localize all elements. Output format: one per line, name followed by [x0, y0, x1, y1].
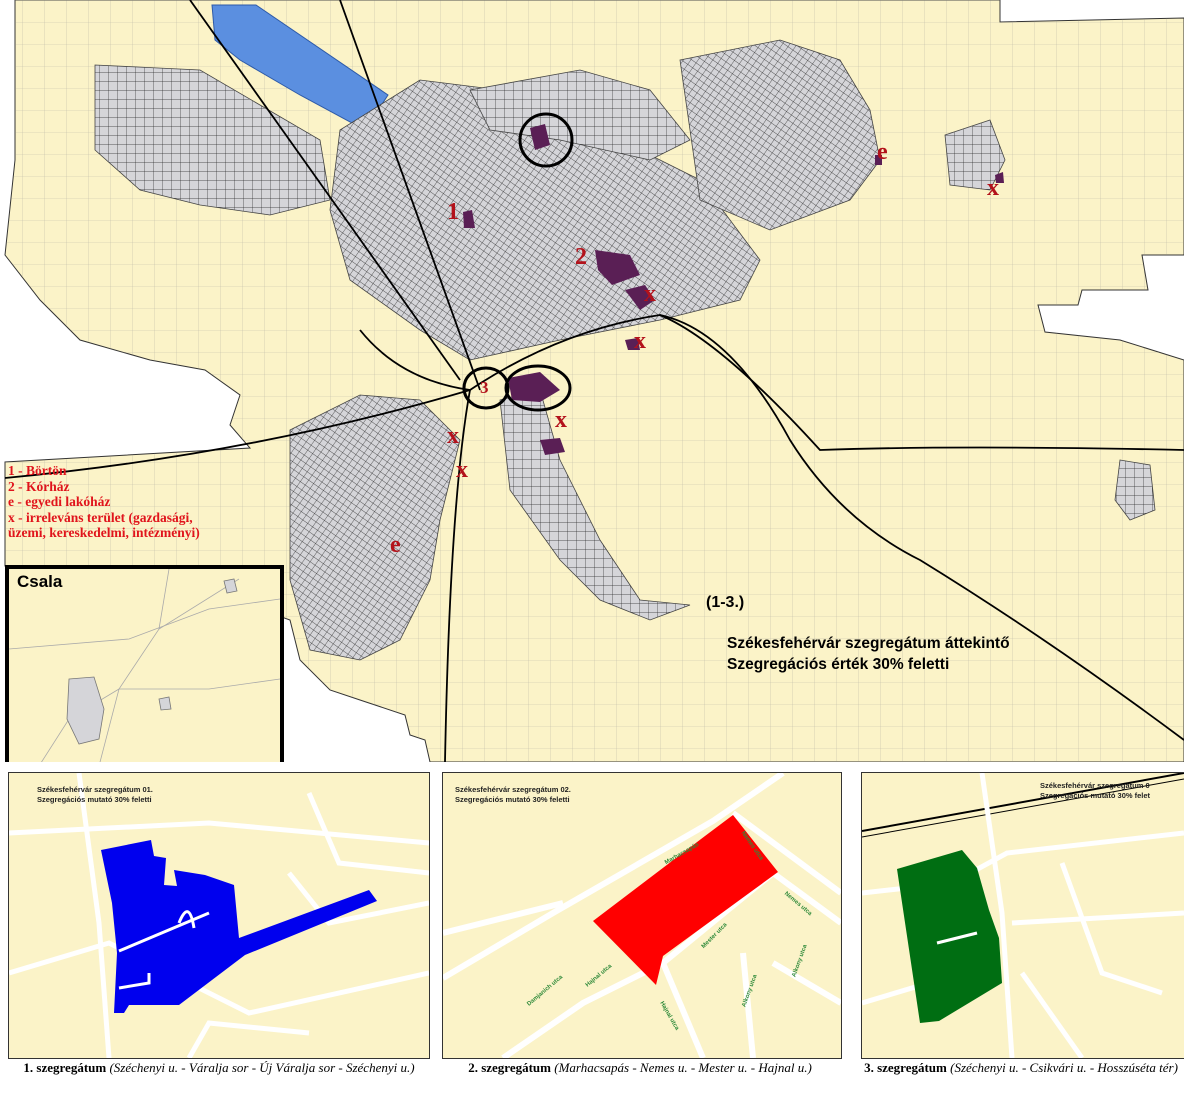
- panel-1-header-line-2: Szegregációs mutató 30% feletti: [37, 795, 152, 804]
- caption-2-description: (Marhacsapás - Nemes u. - Mester u. - Ha…: [554, 1060, 812, 1075]
- panel-3-header-line-1: Székesfehérvár szegregátum 0: [1040, 781, 1150, 790]
- map-legend: 1 - Börtön 2 - Kórház e - egyedi lakóház…: [8, 463, 200, 541]
- highlight-circle-3a: [462, 366, 510, 410]
- caption-3-title: 3. szegregátum: [864, 1060, 947, 1075]
- overview-title: Székesfehérvár szegregátum áttekintő Sze…: [727, 633, 1010, 675]
- panel-3-header-line-2: Szegregációs mutató 30% felet: [1040, 791, 1151, 800]
- marker-x-east: x: [987, 175, 999, 201]
- marker-x-south-1: x: [555, 407, 567, 433]
- marker-2: 2: [575, 244, 587, 270]
- marker-x-south-2: x: [447, 423, 459, 449]
- csala-inset-canvas: [9, 569, 280, 762]
- overview-range-label: (1-3.): [706, 594, 745, 611]
- caption-2-title: 2. szegregátum: [468, 1060, 551, 1075]
- caption-segregate-3: 3. szegregátum (Széchenyi u. - Csikvári …: [858, 1060, 1184, 1075]
- legend-item-irrelevant-area-cont: üzemi, kereskedelmi, intézményi): [8, 525, 200, 540]
- overview-map-canvas: [4, 0, 1184, 762]
- caption-segregate-2: 2. szegregátum (Marhacsapás - Nemes u. -…: [444, 1060, 836, 1075]
- legend-item-prison: 1 - Börtön: [8, 463, 67, 478]
- legend-item-hospital: 2 - Kórház: [8, 478, 70, 494]
- detail-map-segregate-1[interactable]: Székesfehérvár szegregátum 01. Szegregác…: [8, 772, 430, 1059]
- caption-3-description: (Széchenyi u. - Csikvári u. - Hosszúséta…: [950, 1060, 1178, 1075]
- segregate-3-area: [897, 850, 1002, 1023]
- panel-2-header: Székesfehérvár szegregátum 02. Szegregác…: [455, 785, 571, 805]
- caption-1-description: (Széchenyi u. - Váralja sor - Új Váralja…: [109, 1060, 415, 1075]
- overview-title-line-2: Szegregációs érték 30% feletti: [727, 656, 950, 673]
- marker-x-center-1: x: [644, 281, 656, 307]
- caption-1-title: 1. szegregátum: [23, 1060, 107, 1075]
- legend-item-irrelevant-area: x - irreleváns terület (gazdasági,: [8, 509, 193, 525]
- csala-inset-map[interactable]: Csala: [5, 565, 284, 762]
- marker-x-center-2: x: [634, 328, 646, 354]
- segregate-1-area: [101, 840, 377, 1013]
- detail-map-1-canvas: [9, 773, 429, 1058]
- railways: [4, 0, 1184, 762]
- csala-inset-title: Csala: [17, 572, 63, 591]
- marker-x-south-3: x: [456, 457, 468, 483]
- lake-area: [211, 4, 389, 131]
- marker-1: 1: [447, 199, 459, 225]
- panel-3-header: Székesfehérvár szegregátum 0 Szegregáció…: [1040, 781, 1150, 801]
- highlight-circle-1: [518, 112, 574, 168]
- caption-segregate-1: 1. szegregátum (Széchenyi u. - Váralja s…: [14, 1060, 424, 1075]
- legend-item-single-house: e - egyedi lakóház: [8, 494, 111, 509]
- detail-map-3-canvas: [862, 773, 1184, 1058]
- overview-map[interactable]: 1 - Börtön 2 - Kórház e - egyedi lakóház…: [0, 0, 1184, 762]
- overview-title-line-1: Székesfehérvár szegregátum áttekintő: [727, 635, 1010, 652]
- highlight-circle-3b: [504, 364, 572, 412]
- detail-map-2-canvas: [443, 773, 841, 1058]
- marker-e-north: e: [877, 139, 888, 165]
- panel-1-header: Székesfehérvár szegregátum 01. Szegregác…: [37, 785, 153, 805]
- detail-map-segregate-3[interactable]: Székesfehérvár szegregátum 0 Szegregáció…: [861, 772, 1184, 1059]
- panel-1-header-line-1: Székesfehérvár szegregátum 01.: [37, 785, 153, 794]
- marker-e-south: e: [390, 532, 401, 558]
- segregate-2-area: [593, 815, 778, 985]
- detail-map-segregate-2[interactable]: Székesfehérvár szegregátum 02. Szegregác…: [442, 772, 842, 1059]
- segregated-areas: [463, 124, 1004, 455]
- panel-2-header-line-2: Szegregációs mutató 30% feletti: [455, 795, 570, 804]
- panel-2-header-line-1: Székesfehérvár szegregátum 02.: [455, 785, 571, 794]
- marker-3: 3: [480, 378, 489, 397]
